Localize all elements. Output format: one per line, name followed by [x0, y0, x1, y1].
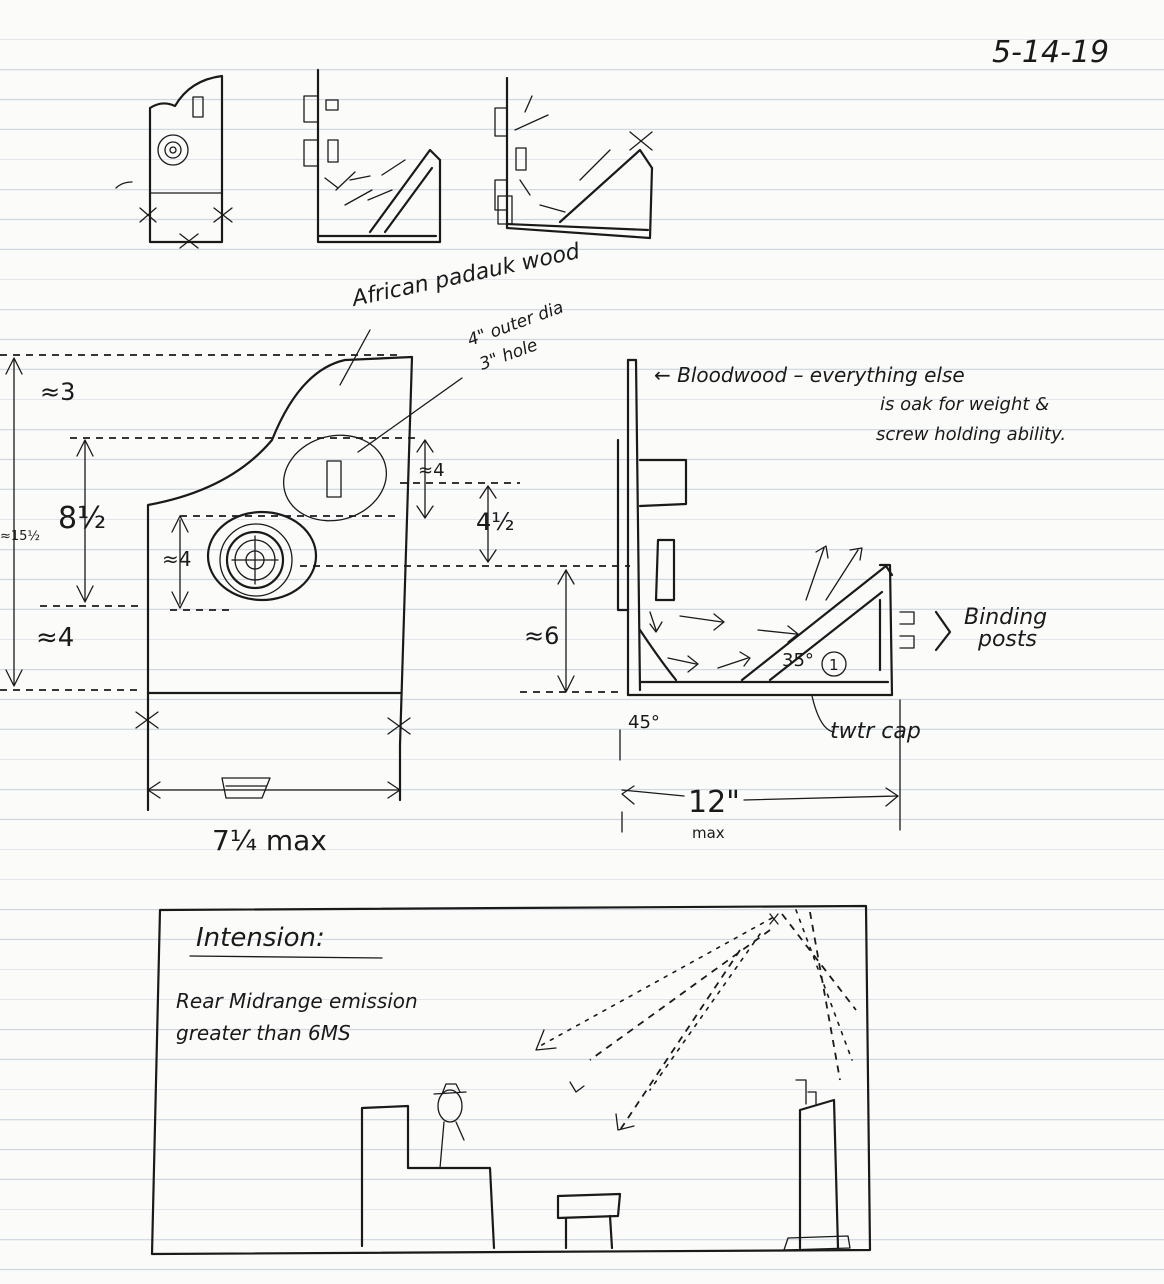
dim-top-label: ≈3: [40, 378, 75, 406]
depth-label: 12": [688, 785, 740, 820]
dim-height-label: ≈6: [524, 622, 559, 650]
thumbnail-front-view: [115, 74, 233, 249]
cap-marker-label: 1: [829, 656, 839, 674]
angle-35-label: 35°: [782, 650, 814, 671]
intension-heading: Intension:: [196, 923, 325, 953]
date-label: 5-14-19: [992, 35, 1109, 70]
dim-driver-gap-label: 4½: [476, 508, 515, 536]
depth-sub-label: max: [692, 824, 725, 842]
dim-total-label: ≈15½: [0, 529, 40, 544]
thumbnail-side-view-1: [303, 68, 442, 244]
intension-panel: [150, 904, 872, 1256]
dim-bottom-label: ≈4: [36, 623, 74, 653]
front-view-drawing: [0, 329, 630, 812]
bloodwood-note-3: screw holding ability.: [876, 424, 1066, 445]
bloodwood-note-1: ← Bloodwood – everything else: [654, 363, 965, 387]
width-label: 7¼ max: [212, 824, 327, 857]
intension-line-1: Rear Midrange emission: [176, 989, 418, 1013]
binding-posts-line1: Binding: [964, 605, 1047, 630]
dim-mid-label: 8½: [58, 501, 106, 536]
dim-tweeter-label: ≈4: [418, 460, 445, 481]
side-view-drawing: [557, 358, 952, 833]
thumbnail-side-view-2: [494, 76, 654, 240]
binding-posts-line2: posts: [977, 627, 1037, 652]
angle-45-label: 45°: [628, 712, 660, 733]
dim-woofer-up-label: ≈4: [162, 547, 191, 571]
bloodwood-note-2: is oak for weight &: [880, 394, 1049, 415]
intension-line-2: greater than 6MS: [176, 1021, 351, 1045]
tweeter-cap-label: twtr cap: [830, 719, 921, 744]
